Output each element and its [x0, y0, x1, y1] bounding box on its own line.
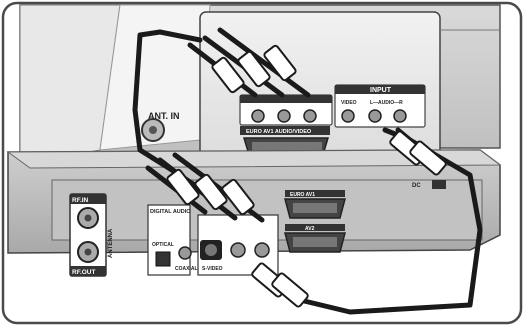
- optical-jack: [156, 252, 170, 266]
- tv-video-label: VIDEO: [341, 100, 357, 106]
- recorder-small-label: DC: [412, 183, 421, 189]
- tv-audio-r-jack: [394, 110, 406, 122]
- tv-video-jack: [342, 110, 354, 122]
- antenna-label: ANTENNA: [108, 228, 114, 258]
- tv-ant-in-label: ANT. IN: [148, 111, 180, 121]
- recorder-small-connector: [432, 180, 446, 189]
- tv-input-label: INPUT: [370, 87, 392, 94]
- coaxial-label: COAXIAL: [175, 266, 198, 272]
- recorder-video-out-jack: [231, 243, 245, 257]
- recorder-scart-top-label: EURO AV1: [290, 192, 315, 198]
- tv-audio-label: L—AUDIO—R: [370, 100, 403, 106]
- recorder-scart-bottom-header: [285, 224, 345, 231]
- svideo-label: S-VIDEO: [202, 266, 223, 272]
- recorder-scart-bottom-label: AV2: [305, 226, 315, 232]
- digital-audio-label: DIGITAL AUDIO: [150, 209, 191, 215]
- tv-audio-l-jack: [369, 110, 381, 122]
- tv-scart-label: EURO AV1 AUDIO/VIDEO: [246, 129, 312, 135]
- rf-antenna-block: [70, 194, 106, 276]
- optical-label: OPTICAL: [152, 242, 174, 248]
- coaxial-jack: [179, 247, 191, 259]
- rf-in-label: RF.IN: [72, 197, 89, 204]
- rf-out-label: RF.OUT: [72, 269, 96, 276]
- recorder-audio-out-jack: [255, 243, 269, 257]
